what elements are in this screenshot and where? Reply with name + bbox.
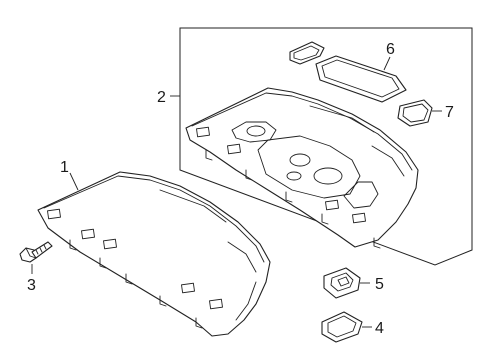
callout-7: 7 [445, 104, 454, 121]
part-3-bolt[interactable] [19, 241, 53, 263]
callout-6: 6 [386, 41, 395, 58]
part-7-grommet[interactable] [397, 99, 433, 127]
part-4-pad[interactable] [321, 311, 363, 343]
leader-6 [383, 56, 391, 71]
lower-package-tray[interactable] [37, 171, 271, 337]
part-6-plate[interactable] [289, 41, 325, 65]
part-6-cover[interactable] [315, 55, 407, 103]
part-5-clip[interactable] [323, 267, 361, 299]
leader-1 [69, 172, 79, 191]
callout-2: 2 [157, 89, 166, 106]
upper-package-tray[interactable] [185, 87, 419, 249]
callout-5: 5 [375, 276, 384, 293]
callout-3: 3 [27, 277, 36, 294]
callout-1: 1 [60, 159, 69, 176]
callout-4: 4 [375, 320, 384, 337]
